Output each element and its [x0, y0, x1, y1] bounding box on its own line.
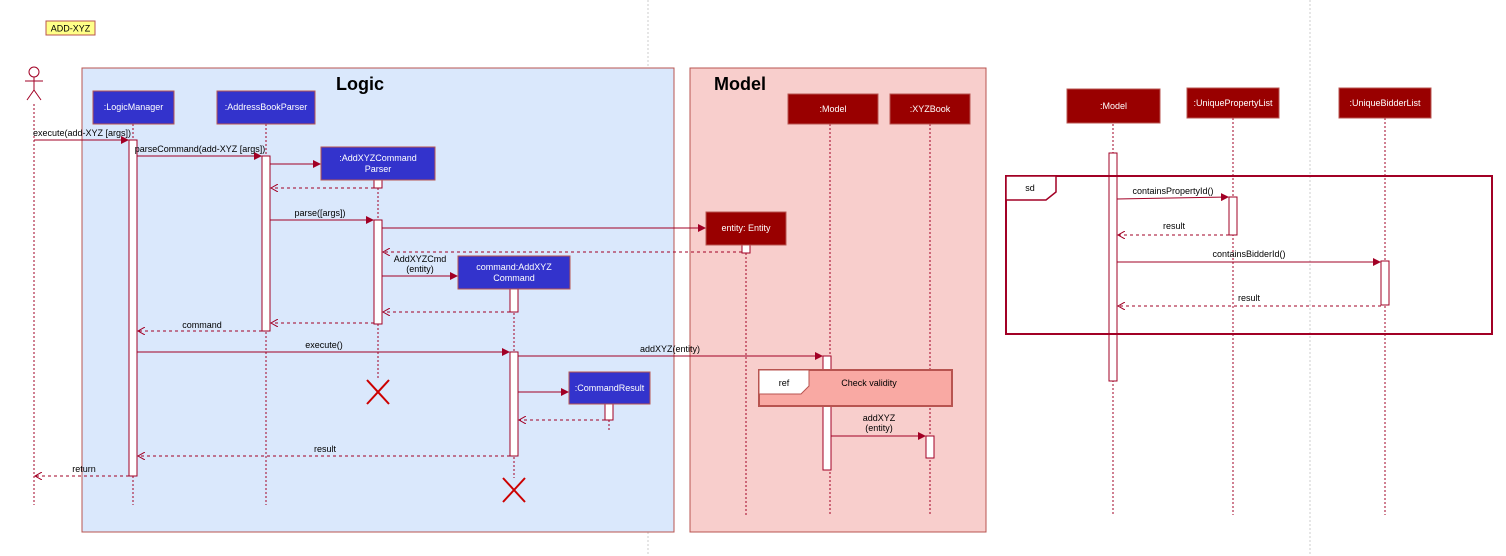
participant-logic-manager: :LogicManager — [92, 90, 175, 125]
activation-logic-manager — [128, 139, 138, 477]
label-contains-bidder: containsBidderId() — [1212, 249, 1285, 259]
participant-model: :Model — [787, 93, 879, 125]
label-parse-command: parseCommand(add-XYZ [args]) — [135, 144, 266, 154]
participant-entity: entity: Entity — [705, 211, 787, 246]
participant-logic-manager-label: :LogicManager — [104, 102, 164, 112]
activation-model — [822, 355, 832, 471]
activation-bars — [128, 139, 1390, 477]
label-result-bidder: result — [1238, 293, 1261, 303]
diagram-tag-label: ADD-XYZ — [51, 24, 91, 34]
participant-addxyz-command-parser: :AddXYZCommand Parser — [320, 146, 436, 181]
label-add-xyz-entity: addXYZ(entity) — [640, 344, 700, 354]
unique-bidder-list-label: :UniqueBidderList — [1349, 98, 1421, 108]
sd-fragment: sd — [1005, 175, 1493, 335]
msg-contains-property — [1116, 193, 1229, 202]
model-frame-title: Model — [714, 74, 766, 94]
command-label-line1: command:AddXYZ — [476, 262, 552, 272]
participant-address-book-parser-label: :AddressBookParser — [225, 102, 308, 112]
participant-model-right: :Model — [1066, 88, 1161, 124]
model-right-label: :Model — [1100, 101, 1127, 111]
unique-property-list-label: :UniquePropertyList — [1193, 98, 1273, 108]
user-actor-icon — [25, 66, 43, 101]
activation-xyz-book — [925, 435, 935, 459]
activation-address-book-parser — [261, 155, 271, 332]
participant-address-book-parser: :AddressBookParser — [216, 90, 316, 125]
diagram-tag: ADD-XYZ — [45, 20, 96, 36]
activation-unique-bidder-list — [1380, 260, 1390, 306]
participant-addxyz-command: command:AddXYZ Command — [457, 255, 571, 290]
model-frame — [689, 67, 987, 533]
xyz-book-label: :XYZBook — [910, 104, 951, 114]
activation-command — [509, 351, 519, 457]
activation-entity — [741, 244, 751, 254]
ref-label: ref — [779, 378, 790, 388]
activation-unique-property-list — [1228, 196, 1238, 236]
ref-fragment: ref Check validity — [758, 369, 953, 407]
label-add-xyz-line2: (entity) — [865, 423, 893, 433]
destroy-parser-icon — [366, 379, 390, 405]
activation-parser-create — [373, 179, 383, 189]
activation-parser — [373, 219, 383, 325]
activation-command-create — [509, 288, 519, 313]
label-execute-add: execute(add-XYZ [args]) — [33, 128, 131, 138]
destroy-command-icon — [502, 477, 526, 503]
sd-label: sd — [1025, 183, 1035, 193]
ref-text: Check validity — [841, 378, 897, 388]
model-label: :Model — [819, 104, 846, 114]
label-add-xyz-line1: addXYZ — [863, 413, 896, 423]
label-command: command — [182, 320, 222, 330]
participant-unique-property-list: :UniquePropertyList — [1186, 87, 1280, 119]
command-result-label: :CommandResult — [575, 383, 645, 393]
parser-label-line1: :AddXYZCommand — [339, 153, 417, 163]
message-labels: execute(add-XYZ [args]) parseCommand(add… — [33, 128, 1286, 474]
activation-model-right — [1108, 152, 1118, 382]
label-return: return — [72, 464, 96, 474]
label-execute: execute() — [305, 340, 343, 350]
logic-frame-title: Logic — [336, 74, 384, 94]
label-result: result — [314, 444, 337, 454]
label-parse-args: parse([args]) — [294, 208, 345, 218]
participant-unique-bidder-list: :UniqueBidderList — [1338, 87, 1432, 119]
label-result-property: result — [1163, 221, 1186, 231]
label-contains-property: containsPropertyId() — [1132, 186, 1213, 196]
participant-command-result: :CommandResult — [568, 371, 651, 405]
messages — [34, 136, 1381, 476]
activation-command-result — [604, 403, 614, 421]
entity-label: entity: Entity — [721, 223, 771, 233]
participant-xyz-book: :XYZBook — [889, 93, 971, 125]
command-label-line2: Command — [493, 273, 535, 283]
parser-label-line2: Parser — [365, 164, 392, 174]
label-addxyzcmd-line2: (entity) — [406, 264, 434, 274]
label-addxyzcmd-line1: AddXYZCmd — [394, 254, 447, 264]
